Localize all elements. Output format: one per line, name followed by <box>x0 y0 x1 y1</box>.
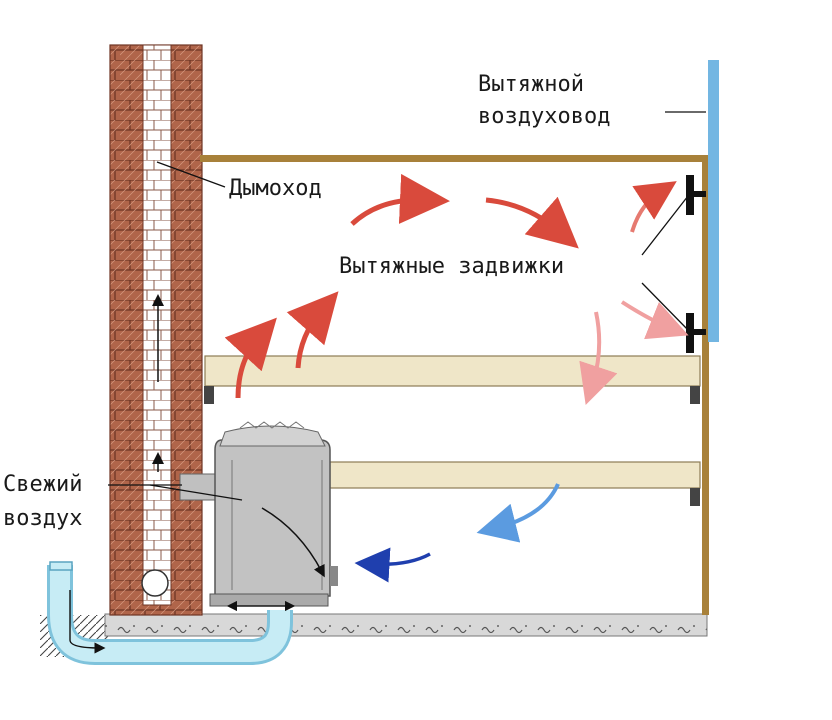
fresh-air-pipe-inlet <box>49 561 73 571</box>
fresh-air-flow-arrow <box>69 590 106 654</box>
stove-leader <box>149 484 243 501</box>
stove <box>179 421 338 612</box>
hot-air-arrow-1 <box>224 317 277 399</box>
exhaust-duct-label-line1: Вытяжной <box>478 72 584 97</box>
warm-air-arrow-lower <box>620 300 689 340</box>
exhaust-duct-label-line2: воздуховод <box>478 104 611 129</box>
fresh-air-label-line2: воздух <box>0 504 86 534</box>
fresh-air-label-line1: Свежий <box>0 470 86 500</box>
ceiling-beam <box>200 155 708 162</box>
hot-air-arrow-3 <box>350 173 450 226</box>
chimney-flue <box>142 44 172 606</box>
damper-lower <box>686 313 706 353</box>
cold-air-arrow <box>354 547 431 583</box>
upper-bench <box>204 355 701 404</box>
chimney-cleanout <box>141 569 169 597</box>
stove-airflow-arrow <box>261 507 325 578</box>
exhaust-dampers-label: Вытяжные задвижки <box>336 252 568 282</box>
hot-air-arrow-2 <box>286 291 339 369</box>
hot-air-arrow-4 <box>485 196 579 249</box>
cool-air-arrow <box>476 483 560 543</box>
damper-upper <box>686 175 706 215</box>
warm-air-arrow-upper <box>630 181 677 233</box>
chimney-label: Дымоход <box>226 174 325 204</box>
warm-air-arrow-down <box>579 311 618 405</box>
lower-bench <box>329 461 701 506</box>
chimney-leader <box>156 161 226 188</box>
floor-slab <box>104 613 708 637</box>
exhaust-duct <box>708 60 719 342</box>
right-wall <box>702 155 709 615</box>
damper-leader-upper <box>641 195 689 256</box>
